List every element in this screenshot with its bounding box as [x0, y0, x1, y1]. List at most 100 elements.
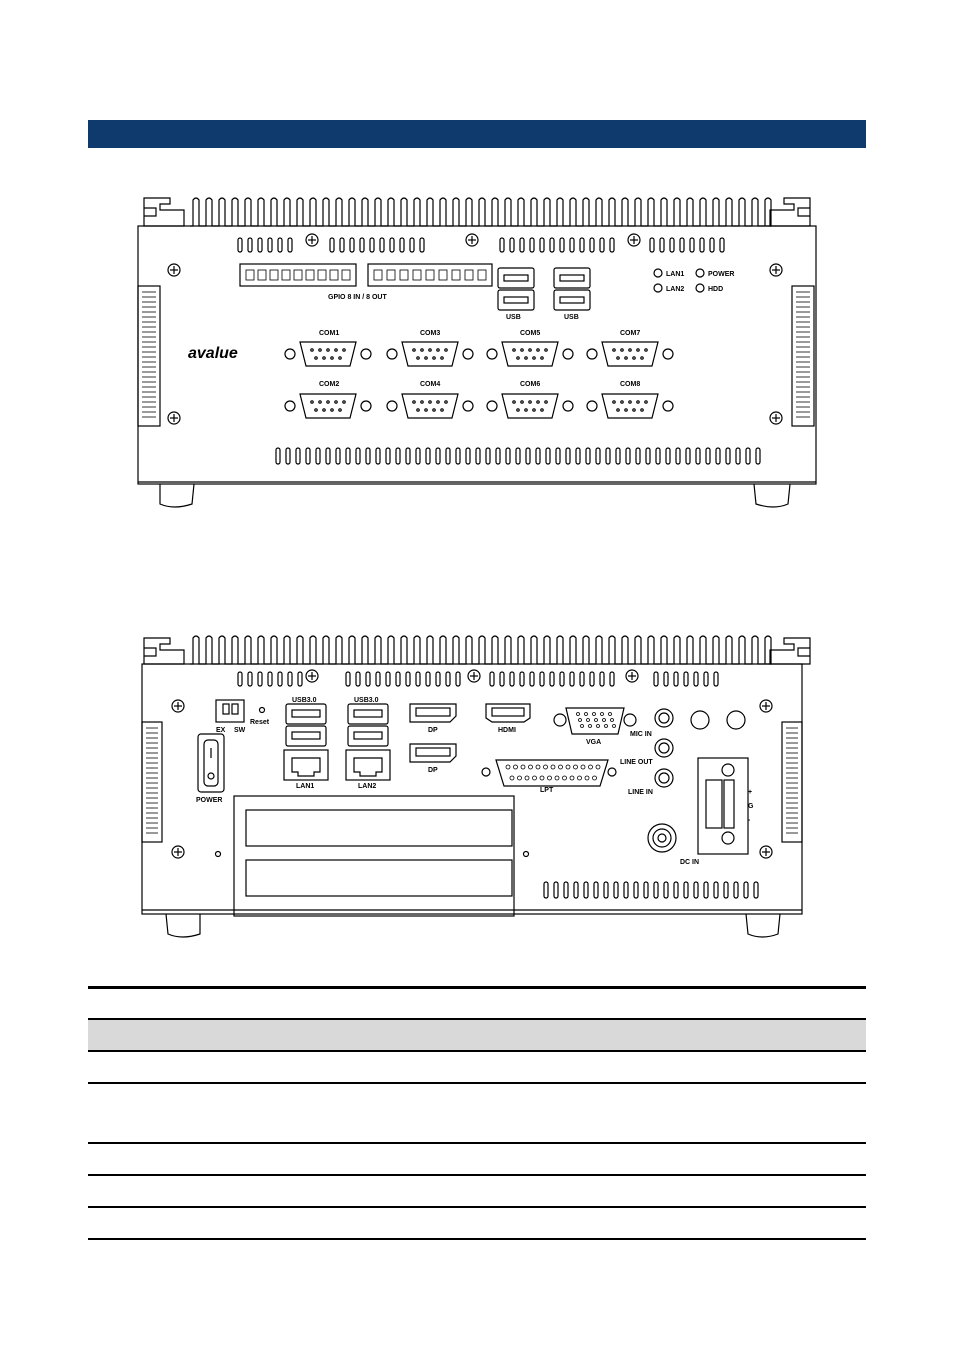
lpt-pin — [595, 764, 601, 770]
gpio-pin — [425, 269, 435, 281]
vent-slot — [519, 237, 525, 253]
front-panel-drawing: GPIO 8 IN / 8 OUT USB USB LAN1 LAN2 POWE… — [137, 197, 817, 508]
vent-slot — [329, 237, 335, 253]
vent-slot — [325, 447, 331, 465]
lpt-pin — [535, 764, 541, 770]
screw-icon — [167, 411, 181, 425]
db9-connector — [401, 393, 459, 419]
vga-pin — [612, 724, 616, 728]
vent-slot — [287, 671, 293, 687]
vga-pin — [594, 718, 598, 722]
vent-slot — [745, 447, 751, 465]
gpio-pin — [451, 269, 461, 281]
line-in-label: LINE IN — [628, 789, 653, 796]
vent-slot — [625, 447, 631, 465]
vent-slot — [673, 881, 679, 899]
gpio-pin — [477, 269, 487, 281]
vent-slot — [345, 447, 351, 465]
usb-label-2: USB — [564, 314, 579, 321]
vent-slot — [673, 671, 679, 687]
vent-slot — [345, 671, 351, 687]
vent-slot — [725, 447, 731, 465]
vent-slot — [559, 237, 565, 253]
com2-label: COM2 — [319, 381, 339, 388]
table-bottom-rule — [88, 1238, 866, 1240]
vent-slot — [595, 447, 601, 465]
vent-slot — [399, 237, 405, 253]
vent-slot — [485, 447, 491, 465]
vent-slot — [379, 237, 385, 253]
vent-slot — [609, 671, 615, 687]
screw-icon — [769, 263, 783, 277]
vent-slot — [375, 671, 381, 687]
lpt-pin — [562, 775, 567, 781]
vent-slot — [565, 447, 571, 465]
lpt-label: LPT — [540, 787, 554, 794]
gpio-pin — [386, 269, 396, 281]
vent-slot — [675, 447, 681, 465]
vent-slot — [275, 447, 281, 465]
vent-slot — [489, 671, 495, 687]
screw-icon — [465, 233, 479, 247]
screw-icon — [171, 845, 185, 859]
vent-slot — [569, 671, 575, 687]
avalue-logo: avalue — [188, 345, 238, 362]
vent-slot — [285, 447, 291, 465]
vent-slot — [559, 671, 565, 687]
vent-slot — [425, 671, 431, 687]
vga-pin — [580, 724, 584, 728]
heatsink-fins — [190, 197, 772, 227]
table-row-rule — [88, 1206, 866, 1208]
vent-slot — [539, 237, 545, 253]
vga-pin — [588, 724, 592, 728]
vent-slot — [693, 671, 699, 687]
vent-slot — [583, 881, 589, 899]
dc-in-label: DC IN — [680, 859, 699, 866]
vent-slot — [709, 237, 715, 253]
power-switch-label: POWER — [196, 797, 222, 804]
screw-icon — [759, 699, 773, 713]
lpt-pin — [554, 775, 560, 781]
vent-slot — [579, 237, 585, 253]
vent-slot — [539, 671, 545, 687]
vent-slot — [599, 237, 605, 253]
screw-icon — [167, 263, 181, 277]
db9-connector — [601, 393, 659, 419]
sw-label: SW — [234, 727, 246, 734]
lpt-pin — [543, 764, 548, 770]
vent-slot — [315, 447, 321, 465]
vent-slot — [455, 447, 461, 465]
vent-slot — [593, 881, 599, 899]
vent-slot — [615, 447, 621, 465]
vent-slot — [425, 447, 431, 465]
vent-slot — [359, 237, 365, 253]
lpt-pin — [558, 764, 563, 770]
com4-label: COM4 — [420, 381, 440, 388]
vent-slot — [699, 237, 705, 253]
com7-label: COM7 — [620, 330, 640, 337]
screw-icon — [171, 699, 185, 713]
table-row-rule — [88, 1174, 866, 1176]
vent-slot — [713, 881, 719, 899]
lan2-led-label: LAN2 — [666, 286, 684, 293]
vent-slot — [563, 881, 569, 899]
com5-label: COM5 — [520, 330, 540, 337]
vent-slot — [499, 671, 505, 687]
gpio-label: GPIO 8 IN / 8 OUT — [328, 294, 387, 301]
vent-slot — [733, 881, 739, 899]
com8-label: COM8 — [620, 381, 640, 388]
lan1-led-label: LAN1 — [666, 271, 684, 278]
plus-label: + — [748, 789, 752, 796]
ground-label: G — [748, 803, 754, 810]
vent-slot — [277, 237, 283, 253]
gpio-pin — [317, 269, 327, 281]
vga-label: VGA — [586, 739, 601, 746]
vent-slot — [355, 671, 361, 687]
screw-icon — [759, 845, 773, 859]
lpt-pin — [577, 775, 582, 781]
minus-label: - — [748, 817, 751, 824]
vent-slot — [405, 447, 411, 465]
vent-slot — [277, 671, 283, 687]
lpt-pin — [513, 764, 518, 770]
vent-slot — [509, 671, 515, 687]
